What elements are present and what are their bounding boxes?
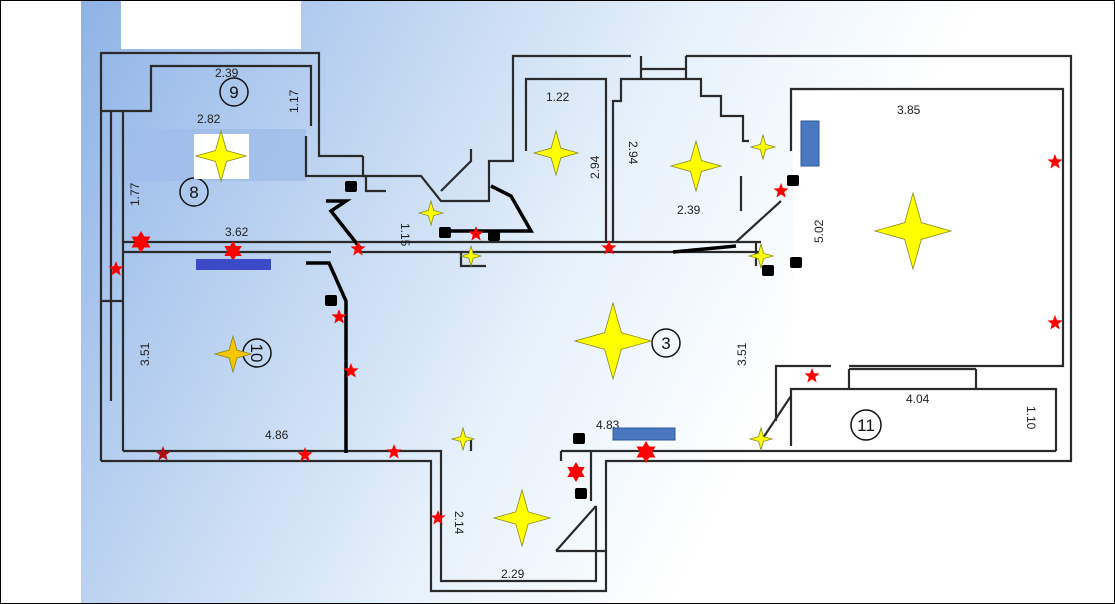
room-8-width: 2.82	[197, 112, 221, 126]
light-sparkle-icon	[749, 133, 777, 161]
socket-star-icon	[1047, 315, 1063, 330]
room-number-3: 3	[661, 334, 670, 353]
socket-star-icon	[155, 446, 171, 461]
room-10-height: 3.51	[138, 342, 152, 366]
room-number-10: 10	[247, 344, 266, 363]
switch-square-icon	[762, 265, 774, 276]
room-3-height: 3.51	[735, 342, 749, 366]
light-sparkle-icon	[213, 334, 253, 374]
socket-hexagram-icon	[131, 236, 151, 253]
socket-hexagram-icon	[224, 246, 242, 261]
light-sparkle-icon	[573, 301, 653, 381]
bath-height: 2.94	[588, 155, 602, 179]
light-sparkle-icon	[417, 199, 445, 227]
light-sparkle-icon	[532, 129, 580, 177]
socket-star-icon	[331, 309, 347, 324]
light-sparkle-icon	[873, 191, 953, 271]
room-11-depth: 1.10	[1024, 406, 1038, 430]
switch-square-icon	[439, 227, 451, 238]
switch-square-icon	[787, 175, 799, 186]
socket-hexagram-icon	[636, 446, 656, 463]
switch-square-icon	[488, 230, 500, 241]
big-room-width: 3.85	[897, 103, 921, 117]
room-number-11: 11	[857, 416, 875, 435]
socket-star-icon	[297, 447, 313, 462]
socket-star-icon	[108, 261, 124, 276]
radiator-rect-icon	[612, 427, 676, 441]
switch-square-icon	[573, 433, 585, 444]
radiator-rect-icon	[800, 120, 820, 167]
socket-star-icon	[1047, 154, 1063, 169]
bath-width: 1.22	[546, 90, 570, 104]
switch-square-icon	[325, 295, 337, 306]
socket-star-icon	[601, 240, 617, 255]
socket-star-icon	[350, 241, 366, 256]
light-sparkle-icon	[747, 242, 775, 270]
room-numbers: 9 8 10 3 11	[179, 77, 882, 441]
socket-star-icon	[343, 363, 359, 378]
hall-width: 2.29	[501, 567, 525, 581]
light-sparkle-icon	[748, 426, 774, 452]
room-8-depth: 1.77	[128, 182, 142, 206]
socket-hexagram-icon	[567, 467, 585, 482]
wc-height: 2.94	[626, 141, 640, 165]
room-9-width: 2.39	[215, 66, 239, 80]
room-10-width: 4.86	[265, 428, 289, 442]
switch-square-icon	[575, 488, 587, 499]
socket-star-icon	[430, 510, 446, 525]
socket-star-icon	[468, 226, 484, 241]
room-8-length: 3.62	[225, 225, 249, 239]
wc-width: 2.39	[677, 203, 701, 217]
light-sparkle-icon	[492, 488, 552, 548]
big-room-height: 5.02	[812, 219, 826, 243]
socket-star-icon	[773, 183, 789, 198]
light-sparkle-icon	[459, 244, 483, 268]
socket-star-icon	[386, 444, 402, 459]
hall-height: 2.14	[452, 511, 466, 535]
white-patch	[121, 1, 301, 49]
corridor-dim: 1.15	[398, 223, 412, 247]
switch-square-icon	[345, 181, 357, 192]
electrical-markers	[108, 120, 1063, 548]
socket-star-icon	[804, 368, 820, 383]
radiator-rect-icon	[196, 259, 271, 270]
room-9-depth: 1.17	[287, 89, 301, 113]
dimension-labels: 2.39 1.17 2.82 1.77 3.62 1.15 1.22 2.94 …	[128, 66, 1038, 581]
light-sparkle-icon	[669, 139, 723, 193]
light-sparkle-icon	[450, 426, 476, 452]
room-11-width: 4.04	[906, 392, 930, 406]
light-sparkle-icon	[194, 129, 248, 183]
room-number-9: 9	[229, 83, 238, 102]
room-11-fill	[793, 391, 1055, 451]
room-number-8: 8	[189, 183, 198, 202]
switch-square-icon	[790, 257, 802, 268]
